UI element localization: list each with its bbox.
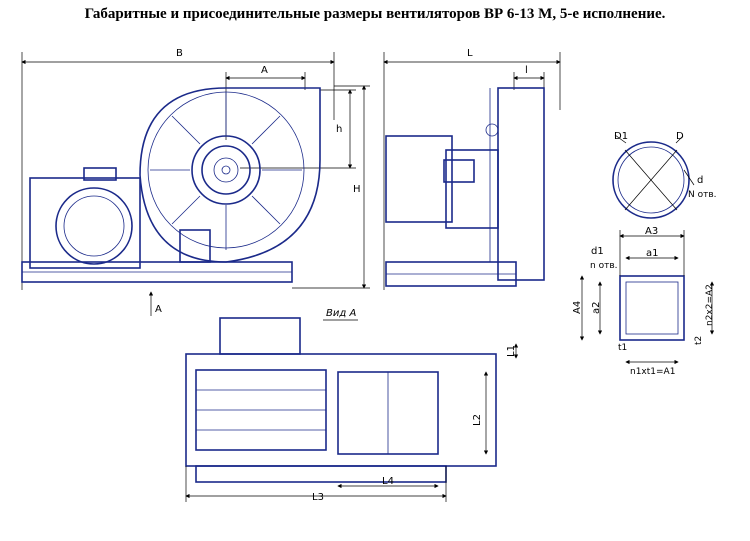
view-a-title: Вид А: [326, 308, 356, 319]
dimension-H-label: H: [353, 184, 361, 195]
dimension-a2-label: a2: [591, 302, 602, 315]
motor-body: [29, 177, 141, 269]
front-view: B A h H: [21, 48, 370, 316]
dimension-l-label: l: [525, 65, 528, 76]
rect-flange-inner: [625, 281, 679, 335]
dimension-n1xt1-label: n1xt1=A1: [630, 367, 675, 377]
dimension-a-label: A: [261, 65, 268, 76]
dimension-n2x2-label: n2x2=A2: [705, 284, 715, 326]
fan-housing-side: [497, 87, 545, 281]
rect-flange-view: A3 a1 d1 n отв. A4 a2 n2x2=A2 t2 t1 n1xt…: [572, 226, 715, 377]
motor-side: [385, 135, 453, 223]
dimension-d-label: d: [697, 175, 703, 186]
dimension-L4-label: L4: [382, 476, 394, 487]
dimension-t1-label: t1: [618, 343, 627, 353]
dimension-L2-label: L2: [472, 414, 483, 426]
dimension-L3-label: L3: [312, 492, 324, 503]
dimension-A3-label: A3: [645, 226, 658, 237]
dimension-d1-label: d1: [591, 246, 604, 257]
dimension-a1-label: a1: [646, 248, 659, 259]
view-a-motor-top: [219, 317, 301, 355]
dimension-h-label: h: [336, 124, 342, 135]
dimension-A4-label: A4: [572, 301, 583, 314]
flange-outer: [612, 141, 690, 219]
n-holes-rect-label: n отв.: [590, 261, 617, 271]
fan-volute: [139, 87, 321, 263]
rect-flange-outer: [619, 275, 685, 341]
side-view: L l: [383, 48, 561, 290]
dimension-b-label: B: [176, 48, 183, 59]
dimension-D1-label: D1: [614, 131, 628, 142]
dimension-L1-label: L1: [506, 345, 517, 357]
drawing-title: Габаритные и присоединительные размеры в…: [84, 6, 666, 22]
dimension-t2-label: t2: [694, 336, 704, 345]
view-a-arrow-label: A: [155, 304, 162, 315]
dimension-D-label: D: [676, 131, 684, 142]
round-flange-view: D1 D d N отв.: [612, 131, 717, 219]
flange-inner: [617, 146, 685, 214]
motor-face: [55, 187, 133, 265]
hub-flange: [191, 135, 261, 205]
n-holes-label: N отв.: [688, 190, 717, 200]
view-a: Вид А L1 L2 L3 L4: [185, 308, 519, 503]
dimension-L-label: L: [467, 48, 473, 59]
